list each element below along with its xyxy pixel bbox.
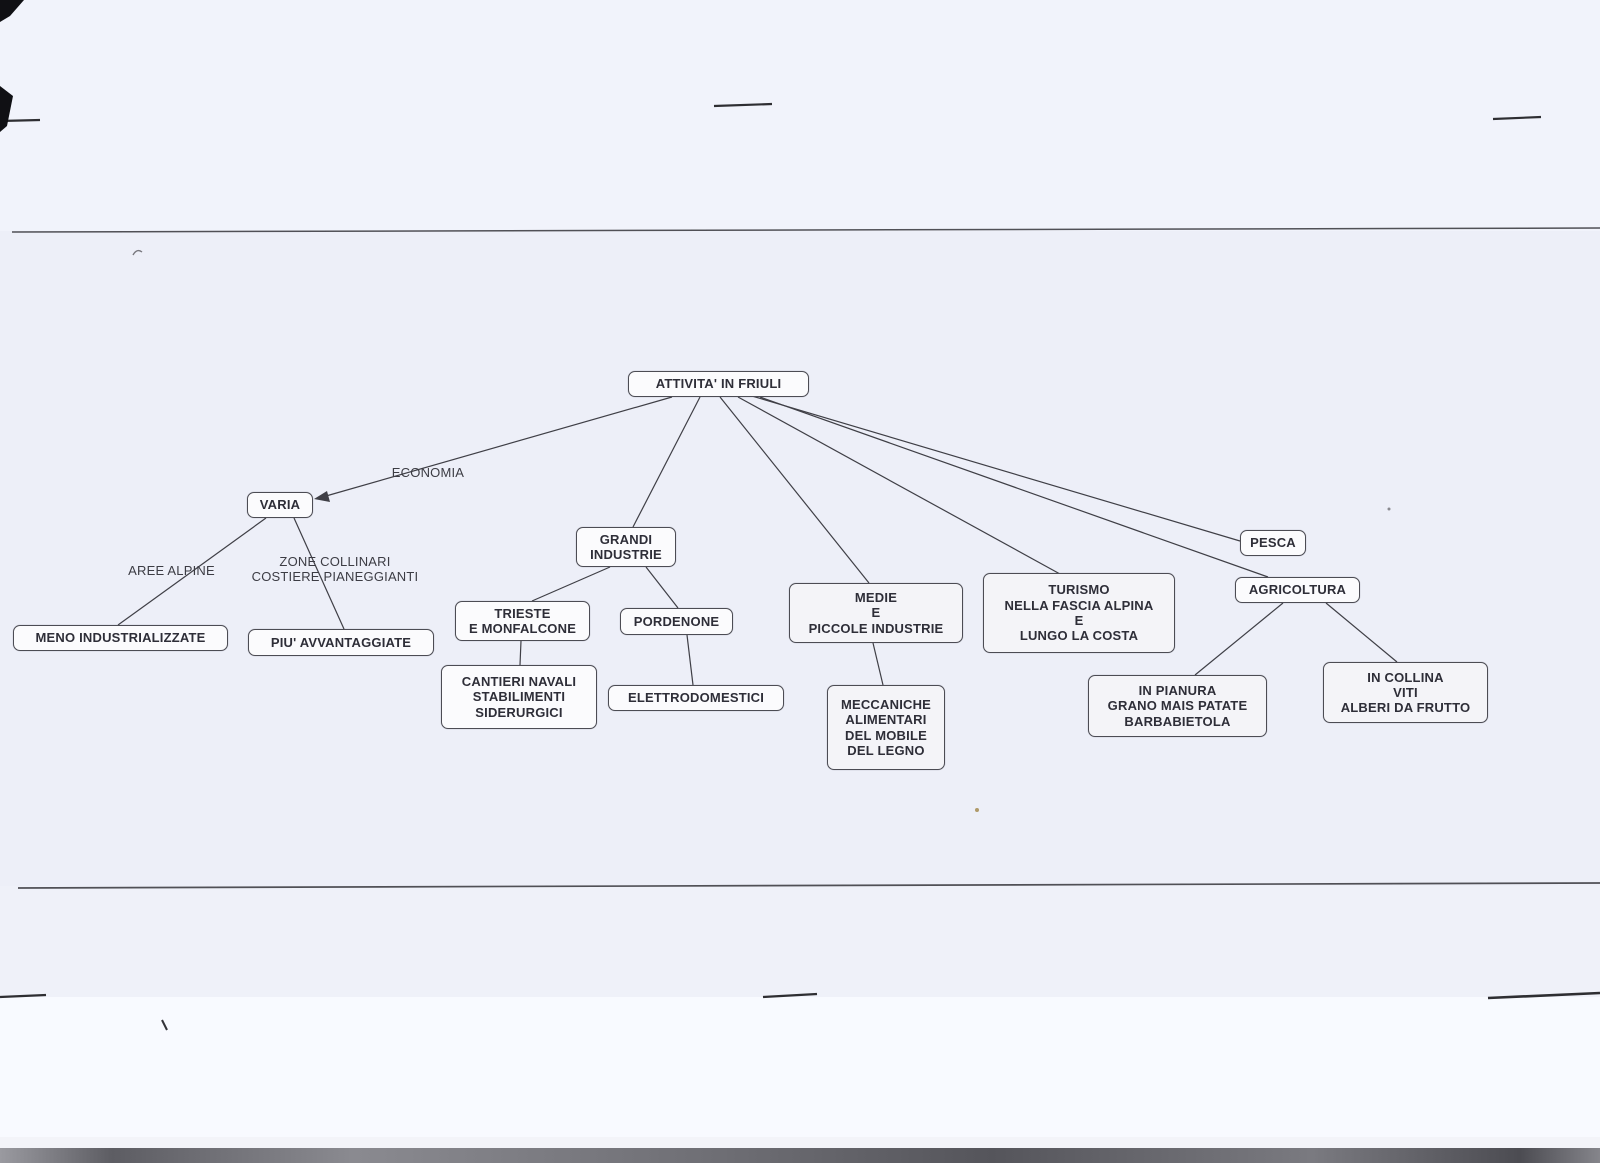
edge-pordenone-elettro [686,634,694,686]
scan-line-full-lower [17,882,1600,889]
edge-root-grandi [632,396,701,528]
scan-speck-1 [975,808,979,812]
scan-dash-low-center [762,992,818,999]
node-in-pianura: IN PIANURA GRANO MAIS PATATE BARBABIETOL… [1088,675,1267,737]
edge-root-pesca [751,395,1241,542]
node-agricoltura: AGRICOLTURA [1235,577,1360,603]
node-attivita-in-friuli: ATTIVITA' IN FRIULI [628,371,809,397]
arrowhead-varia [314,491,330,502]
scan-dash-low-left [0,993,47,999]
scan-line-full-upper [11,227,1600,233]
edge-grandi-pordenone [645,566,679,609]
scan-shade-top [0,0,1600,231]
scan-shade-middle [0,231,1600,886]
node-pesca: PESCA [1240,530,1306,556]
node-medie-piccole-industrie: MEDIE E PICCOLE INDUSTRIE [789,583,963,643]
edge-trieste-cantieri [519,640,522,666]
edge-label-zone-collinari: ZONE COLLINARI COSTIERE PIANEGGIANTI [251,554,419,584]
node-piu-avvantaggiate: PIU' AVVANTAGGIATE [248,629,434,656]
scan-speck-2 [1387,507,1391,511]
edge-varia-piu [293,517,345,630]
edge-grandi-trieste [531,566,611,602]
edge-agricoltura-pianura [1194,602,1284,676]
scan-blob-corner-top [0,0,24,22]
scan-blob-corner-mid [0,86,13,132]
edge-medie-meccaniche [872,642,884,686]
edge-root-agricoltura [759,396,1269,578]
scan-dash-top-center [713,102,773,108]
scan-dash-low-right [1487,991,1600,1000]
node-cantieri-navali: CANTIERI NAVALI STABILIMENTI SIDERURGICI [441,665,597,729]
node-turismo: TURISMO NELLA FASCIA ALPINA E LUNGO LA C… [983,573,1175,653]
node-meccaniche-alimentari: MECCANICHE ALIMENTARI DEL MOBILE DEL LEG… [827,685,945,770]
edge-label-aree-alpine: AREE ALPINE [128,563,215,578]
node-varia: VARIA [247,492,313,518]
node-grandi-industrie: GRANDI INDUSTRIE [576,527,676,567]
node-pordenone: PORDENONE [620,608,733,635]
scan-shade-lower [0,886,1600,997]
scan-bottom-band [0,1148,1600,1163]
edge-agricoltura-collina [1325,602,1398,663]
scan-squiggle-mark [132,249,143,256]
scan-dash-top-right [1492,115,1542,121]
edge-root-medie [719,396,870,584]
node-meno-industrializzate: MENO INDUSTRIALIZZATE [13,625,228,651]
node-in-collina: IN COLLINA VITI ALBERI DA FRUTTO [1323,662,1488,723]
edge-label-economia: ECONOMIA [391,465,465,480]
edge-varia-meno [117,517,267,626]
node-trieste-monfalcone: TRIESTE E MONFALCONE [455,601,590,641]
scan-shade-white-strip [0,997,1600,1137]
edge-root-turismo [737,396,1061,575]
scan-tick-mark [161,1019,168,1031]
edge-root-varia [325,396,673,497]
node-elettrodomestici: ELETTRODOMESTICI [608,685,784,711]
